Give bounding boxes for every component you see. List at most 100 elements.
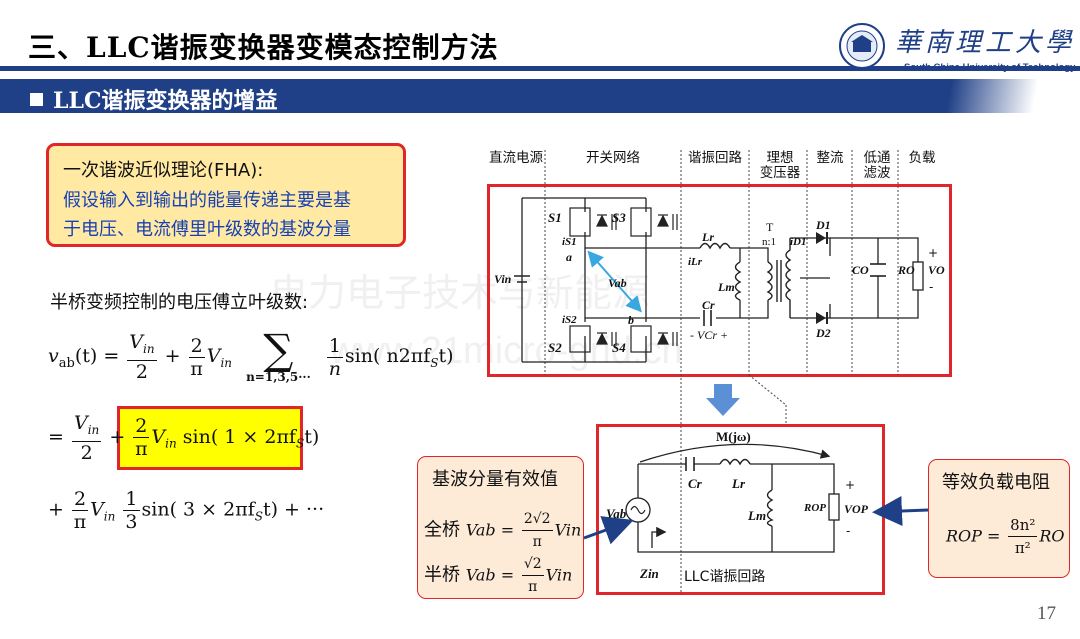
cr-capacitor-icon — [703, 310, 712, 326]
label-s3: S3 — [612, 210, 626, 225]
subtitle-bar — [0, 79, 930, 113]
label-zin: Zin — [640, 566, 659, 581]
lr-inductor-icon — [699, 242, 731, 250]
fha-line-1: 假设输入到输出的能量传递主要是基 — [63, 190, 351, 211]
fourier-series-label: 半桥变频控制的电压傅立叶级数: — [50, 292, 309, 313]
mosfet-switches — [569, 207, 678, 353]
label-s4: S4 — [612, 340, 626, 355]
co-capacitor-icon — [870, 263, 886, 277]
callout-left-title: 基波分量有效值 — [432, 469, 558, 490]
subtitle-bar-fade — [928, 79, 1080, 113]
vab-arrow — [587, 250, 642, 313]
label-d1: D1 — [816, 218, 831, 232]
fha-title: 一次谐波近似理论(FHA): — [63, 160, 264, 181]
dc-source-icon — [514, 275, 530, 283]
section-subtitle-text: LLC谐振变换器的增益 — [53, 88, 278, 114]
eq-lhs-arg: (t) = — [74, 345, 120, 367]
upper-circuit-wires — [521, 197, 919, 363]
slide-title: 三、LLC谐振变换器变模态控制方法 — [28, 31, 499, 64]
label-co: CO — [852, 263, 869, 277]
rop-callout-arrow — [872, 496, 929, 527]
label-m-jw: M(jω) — [716, 429, 751, 444]
label-transformer-t: T — [766, 220, 774, 234]
bullet-square-icon — [30, 93, 43, 106]
label-vcr: - VCr + — [690, 328, 729, 342]
university-name-cn: 華南理工大學 — [895, 28, 1076, 58]
title-rule — [0, 66, 1080, 71]
label-node-a: a — [566, 250, 572, 264]
label-ilr: iLr — [688, 256, 703, 268]
transformer-icon — [766, 238, 792, 318]
lower-circuit-wires — [637, 463, 835, 553]
col-load: 负载 — [908, 150, 936, 166]
label-cr: Cr — [702, 298, 715, 312]
watermark-url: www.21micro-grid.cn — [330, 330, 683, 372]
label-vab: Vab — [608, 276, 627, 290]
down-arrow-icon — [706, 384, 740, 416]
label-vop-minus: - — [846, 524, 851, 538]
university-name-en: South China University of Technology — [904, 62, 1076, 73]
lm-inductor-icon — [734, 261, 742, 301]
fha-note-box: 一次谐波近似理论(FHA): 假设输入到输出的能量传递主要是基 于电压、电流傅里… — [46, 143, 406, 247]
col-rectifier: 整流 — [816, 150, 844, 166]
label-is1: iS1 — [562, 236, 577, 248]
rop-resistor-icon — [828, 493, 840, 521]
fha-line-2: 于电压、电流傅里叶级数的基波分量 — [63, 219, 351, 240]
label-eq-cr: Cr — [688, 476, 702, 491]
eq-v: v — [48, 345, 59, 367]
col-resonant-tank: 谐振回路 — [688, 150, 742, 166]
label-id1: iD1 — [790, 236, 807, 248]
page-number: 17 — [1037, 603, 1056, 624]
callout-right-title: 等效负载电阻 — [942, 472, 1050, 493]
ro-resistor-icon — [912, 261, 924, 291]
label-turns-ratio: n:1 — [762, 236, 777, 248]
col-dc-source: 直流电源 — [489, 150, 543, 166]
column-separators — [544, 150, 899, 595]
label-vo: VO — [928, 263, 945, 277]
col-switch-network: 开关网络 — [586, 150, 640, 166]
vab-callout-arrow — [583, 516, 634, 545]
llc-full-circuit-frame — [487, 184, 952, 377]
eq-summation: ∑n=1,3,5··· — [246, 325, 311, 385]
label-lm: Lm — [718, 280, 735, 294]
label-vo-minus: - — [929, 280, 934, 294]
transfer-function-arrow — [639, 443, 831, 463]
label-node-b: b — [628, 313, 634, 327]
label-vin: Vin — [494, 272, 512, 286]
fundamental-rms-callout — [417, 456, 584, 599]
label-d2: D2 — [816, 326, 831, 340]
label-eq-vab: Vab — [606, 506, 627, 521]
eq-v-sub: ab — [58, 355, 75, 371]
llc-tank-caption: LLC谐振回路 — [684, 569, 766, 585]
label-eq-lm: Lm — [748, 508, 767, 523]
cr-eq-capacitor-icon — [685, 457, 695, 471]
col-ideal-transformer: 理想变压器 — [759, 150, 801, 181]
label-vop: VOP — [844, 502, 868, 516]
label-lr: Lr — [702, 230, 714, 244]
label-vop-plus: + — [845, 478, 856, 492]
lm-eq-inductor-icon — [766, 489, 774, 527]
label-vo-plus: + — [928, 246, 939, 260]
university-seal-icon — [839, 23, 885, 69]
watermark-cn: 电力电子技术与新能源 — [270, 271, 651, 315]
label-eq-lr: Lr — [732, 476, 745, 491]
label-s2: S2 — [548, 340, 562, 355]
label-ro: RO — [898, 263, 915, 277]
lr-eq-inductor-icon — [719, 458, 751, 466]
label-is2: iS2 — [562, 314, 577, 326]
label-rop: ROP — [804, 502, 826, 514]
rectifier-diodes-icon — [816, 232, 828, 324]
